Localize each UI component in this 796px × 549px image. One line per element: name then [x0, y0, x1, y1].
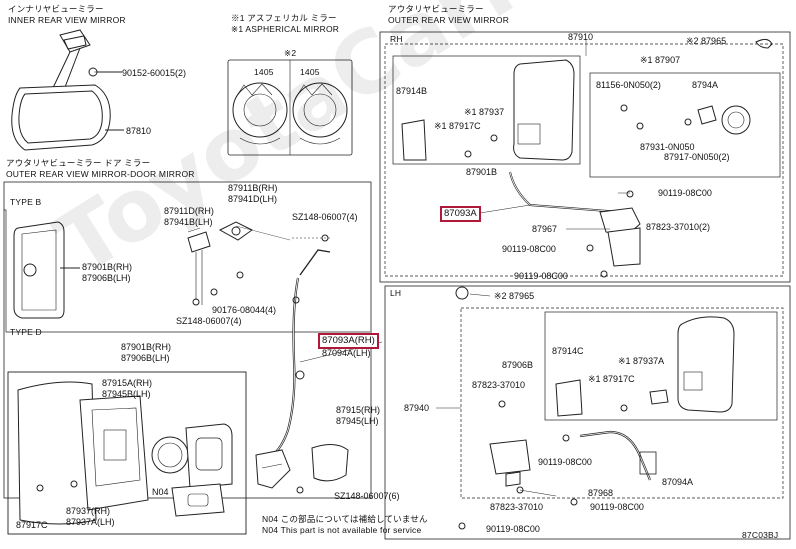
part-label-87914c[interactable]: 87914C: [552, 346, 584, 356]
part-label-87917c[interactable]: 87917C: [16, 520, 48, 530]
part-label-87945b[interactable]: 87945B(LH): [102, 389, 151, 399]
part-label-87823-lh[interactable]: 87823-37010: [472, 380, 526, 390]
part-label-87093a-rh-highlight[interactable]: 87093A(RH): [318, 333, 379, 349]
aspherical-title-en: ※1 ASPHERICAL MIRROR: [231, 24, 340, 34]
door-mirror-title-en: OUTER REAR VIEW MIRROR-DOOR MIRROR: [6, 169, 195, 179]
rh-label: RH: [390, 34, 403, 44]
part-label-90152[interactable]: 90152-60015(2): [122, 68, 187, 78]
rh-mirror-drawing: [401, 38, 773, 278]
part-label-8794a[interactable]: 8794A: [692, 80, 719, 90]
part-label-87965-lh[interactable]: ※2 87965: [494, 291, 535, 301]
part-label-87945[interactable]: 87945(LH): [336, 416, 379, 426]
part-label-87907[interactable]: ※1 87907: [640, 55, 681, 65]
part-label-sz148-4[interactable]: SZ148-06007(4): [292, 212, 358, 222]
inner-mirror-title-jp: インナリヤビューミラー: [8, 4, 104, 14]
inner-mirror-title-en: INNER REAR VIEW MIRROR: [8, 15, 126, 25]
part-label-90119-lh1[interactable]: 90119-08C00: [538, 457, 592, 467]
type-d-mirror-drawing: [17, 381, 233, 525]
part-label-90119-lh2[interactable]: 90119-08C00: [590, 502, 644, 512]
part-label-87093a-highlight[interactable]: 87093A: [440, 206, 481, 222]
part-label-87941d[interactable]: 87941D(LH): [228, 194, 278, 204]
part-label-87906b-lh2[interactable]: 87906B(LH): [121, 353, 170, 363]
part-label-87931[interactable]: 87931-0N050: [640, 142, 695, 152]
part-label-87906b-lh[interactable]: 87906B(LH): [82, 273, 131, 283]
part-label-87911d[interactable]: 87911D(RH): [164, 206, 214, 216]
part-label-87941b[interactable]: 87941B(LH): [164, 217, 213, 227]
part-label-87901b-rh2[interactable]: 87901B(RH): [121, 342, 172, 352]
part-label-87901b-top[interactable]: 87901B: [466, 167, 498, 177]
dim-left: 1405: [254, 67, 274, 77]
footnote-en: N04 This part is not available for servi…: [262, 525, 422, 535]
part-label-sz148-6[interactable]: SZ148-06007(6): [334, 491, 400, 501]
part-label-81156[interactable]: 81156-0N050(2): [596, 80, 661, 90]
door-mirror-stay-drawing: [187, 221, 349, 494]
part-label-87911b[interactable]: 87911B(RH): [228, 183, 278, 193]
part-label-sz148-4b[interactable]: SZ148-06007(4): [176, 316, 242, 326]
leader-lines: [94, 40, 630, 497]
part-label-87914b[interactable]: 87914B: [396, 86, 428, 96]
lh-label: LH: [390, 288, 402, 298]
type-b-label: TYPE B: [10, 197, 42, 207]
outer-mirror-title-en: OUTER REAR VIEW MIRROR: [388, 15, 510, 25]
type-b-mirror-drawing: [13, 221, 80, 319]
part-label-n04: N04: [152, 487, 169, 497]
aspherical-title-jp: ※1 アスフェリカル ミラー: [231, 13, 337, 23]
part-label-90119-rh2[interactable]: 90119-08C00: [514, 271, 568, 281]
lh-mirror-drawing: [455, 286, 735, 530]
part-label-87940[interactable]: 87940: [404, 403, 430, 413]
part-label-87810[interactable]: 87810: [126, 126, 152, 136]
rh-box: [379, 31, 791, 283]
part-label-90176[interactable]: 90176-08044(4): [212, 305, 277, 315]
part-label-87915a[interactable]: 87915A(RH): [102, 378, 153, 388]
part-label-87967[interactable]: 87967: [532, 224, 558, 234]
part-label-87917c-rh[interactable]: ※1 87917C: [434, 121, 481, 131]
part-label-87937a[interactable]: ※1 87937A: [618, 356, 665, 366]
part-label-87937[interactable]: 87937(RH): [66, 506, 111, 516]
part-label-90119-lh3[interactable]: 90119-08C00: [486, 524, 540, 534]
part-label-87823-lh2[interactable]: 87823-37010: [490, 502, 544, 512]
part-label-90119-8c00[interactable]: 90119-08C00: [658, 188, 712, 198]
aspherical-note: ※2: [284, 48, 297, 58]
part-label-87937-rh[interactable]: ※1 87937: [464, 107, 505, 117]
part-label-87917-0n050[interactable]: 87917-0N050(2): [664, 152, 730, 162]
type-d-box: [7, 371, 247, 535]
diagram-code: 87C03BJ: [742, 530, 779, 540]
dim-right: 1405: [300, 67, 320, 77]
inner-mirror-drawing: [11, 29, 124, 151]
part-label-87917c-lh[interactable]: ※1 87917C: [588, 374, 635, 384]
part-label-87910[interactable]: 87910: [568, 32, 594, 42]
part-label-87094a-lh[interactable]: 87094A(LH): [322, 348, 371, 358]
part-label-87094a[interactable]: 87094A: [662, 477, 694, 487]
part-label-87906b[interactable]: 87906B: [502, 360, 534, 370]
outer-mirror-title-jp: アウタリヤビューミラー: [388, 4, 484, 14]
part-label-87968[interactable]: 87968: [588, 488, 614, 498]
lh-box: [384, 285, 791, 540]
door-mirror-title-jp: アウタリヤビューミラー ドア ミラー: [6, 158, 151, 168]
part-label-90119-rh[interactable]: 90119-08C00: [502, 244, 556, 254]
part-label-87937a-lh[interactable]: 87937A(LH): [66, 517, 115, 527]
type-d-label: TYPE D: [10, 327, 42, 337]
part-label-87823-2[interactable]: 87823-37010(2): [646, 222, 711, 232]
aspherical-mirror-drawing: [227, 59, 353, 156]
footnote-jp: N04 この部品については補給していません: [262, 514, 428, 524]
part-label-87965-rh[interactable]: ※2 87965: [686, 36, 727, 46]
part-label-87915[interactable]: 87915(RH): [336, 405, 381, 415]
part-label-87901b-rh[interactable]: 87901B(RH): [82, 262, 133, 272]
